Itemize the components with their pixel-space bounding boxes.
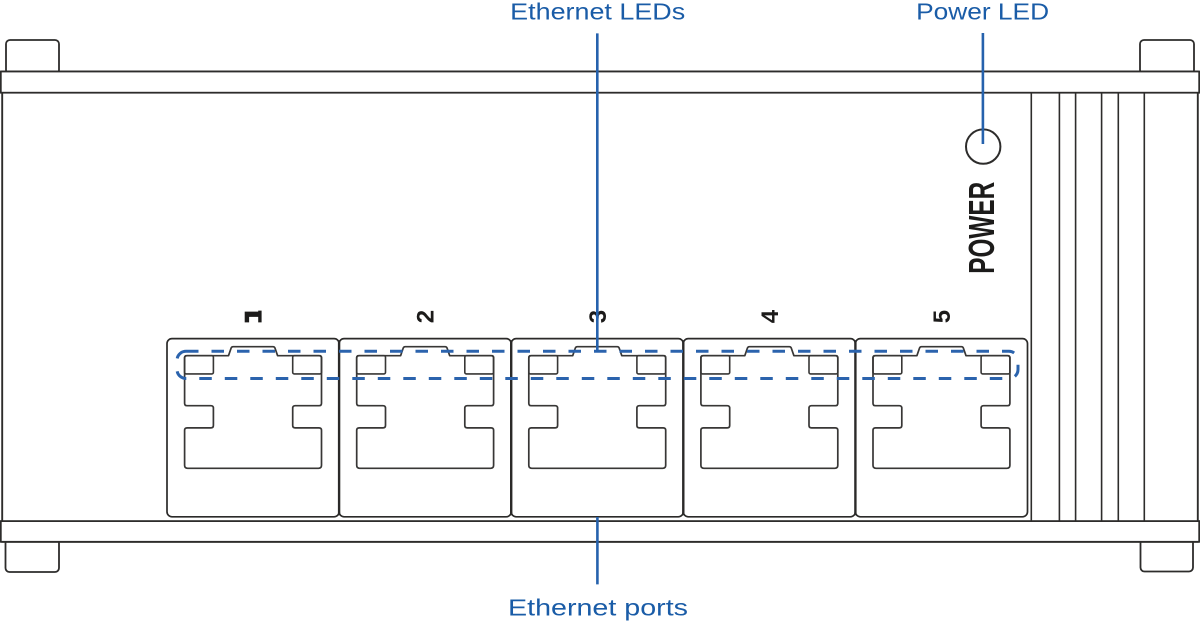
- svg-text:Power LED: Power LED: [916, 0, 1049, 24]
- svg-text:2: 2: [413, 310, 440, 323]
- svg-text:POWER: POWER: [961, 182, 1002, 274]
- svg-text:Ethernet LEDs: Ethernet LEDs: [510, 0, 685, 24]
- svg-text:Ethernet ports: Ethernet ports: [508, 595, 688, 621]
- svg-text:4: 4: [757, 309, 784, 323]
- svg-text:5: 5: [929, 310, 956, 323]
